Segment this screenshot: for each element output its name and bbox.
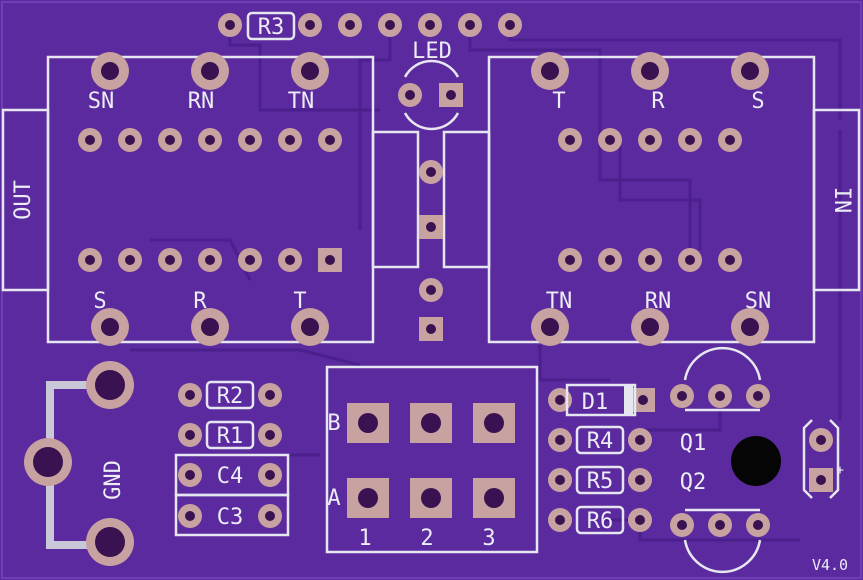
gnd-label: GND <box>101 460 126 500</box>
switch-col3-label: 3 <box>482 526 495 551</box>
in-s-label: S <box>751 89 764 114</box>
switch-col1-label: 1 <box>358 526 371 551</box>
top-header-pads <box>218 13 522 37</box>
q1-label: Q1 <box>680 431 707 456</box>
in-r-label: R <box>651 89 665 114</box>
r3-outline <box>246 11 296 41</box>
gnd-connector <box>24 361 134 566</box>
q2-footprint <box>670 508 770 574</box>
mounting-hole <box>731 436 781 486</box>
out-side-label: OUT <box>11 180 36 220</box>
out-r-label: R <box>193 289 207 314</box>
q1-footprint <box>670 346 770 412</box>
center-pads <box>419 160 443 341</box>
in-rn-label: RN <box>645 289 672 314</box>
led-footprint <box>398 59 463 131</box>
r2-label: R2 <box>217 384 244 409</box>
c3-label: C3 <box>217 505 244 530</box>
out-sn-label: SN <box>88 89 115 114</box>
c3-c4-footprints <box>174 453 290 537</box>
r1-r2-footprints <box>178 380 282 450</box>
plus-label: + <box>836 463 844 478</box>
power-connector <box>802 419 840 499</box>
q2-label: Q2 <box>680 470 707 495</box>
in-jack-lugs <box>531 52 769 346</box>
out-s-label: S <box>93 289 106 314</box>
r1-label: R1 <box>217 424 244 449</box>
switch-row-a-label: A <box>327 486 340 511</box>
r3-label: R3 <box>258 15 285 40</box>
out-rn-label: RN <box>188 89 215 114</box>
switch-col2-label: 2 <box>420 526 433 551</box>
out-jack-pins <box>78 128 342 272</box>
r6-label: R6 <box>587 509 614 534</box>
r5-label: R5 <box>587 469 614 494</box>
version-label: V4.0 <box>812 556 848 574</box>
in-sn-label: SN <box>745 289 772 314</box>
d1-label: D1 <box>582 390 609 415</box>
c4-label: C4 <box>217 464 244 489</box>
in-jack-pins <box>558 128 742 272</box>
switch-row-b-label: B <box>327 411 340 436</box>
in-tn-label: TN <box>546 289 573 314</box>
in-t-label: T <box>552 89 565 114</box>
r4-r5-r6-footprints <box>548 425 652 535</box>
in-side-label: IN <box>829 187 854 214</box>
r4-label: R4 <box>587 429 614 454</box>
out-t-label: T <box>293 289 306 314</box>
out-tn-label: TN <box>288 89 315 114</box>
out-jack-lugs <box>91 52 329 346</box>
d1-footprint <box>548 383 655 417</box>
switch-footprint <box>325 365 539 554</box>
